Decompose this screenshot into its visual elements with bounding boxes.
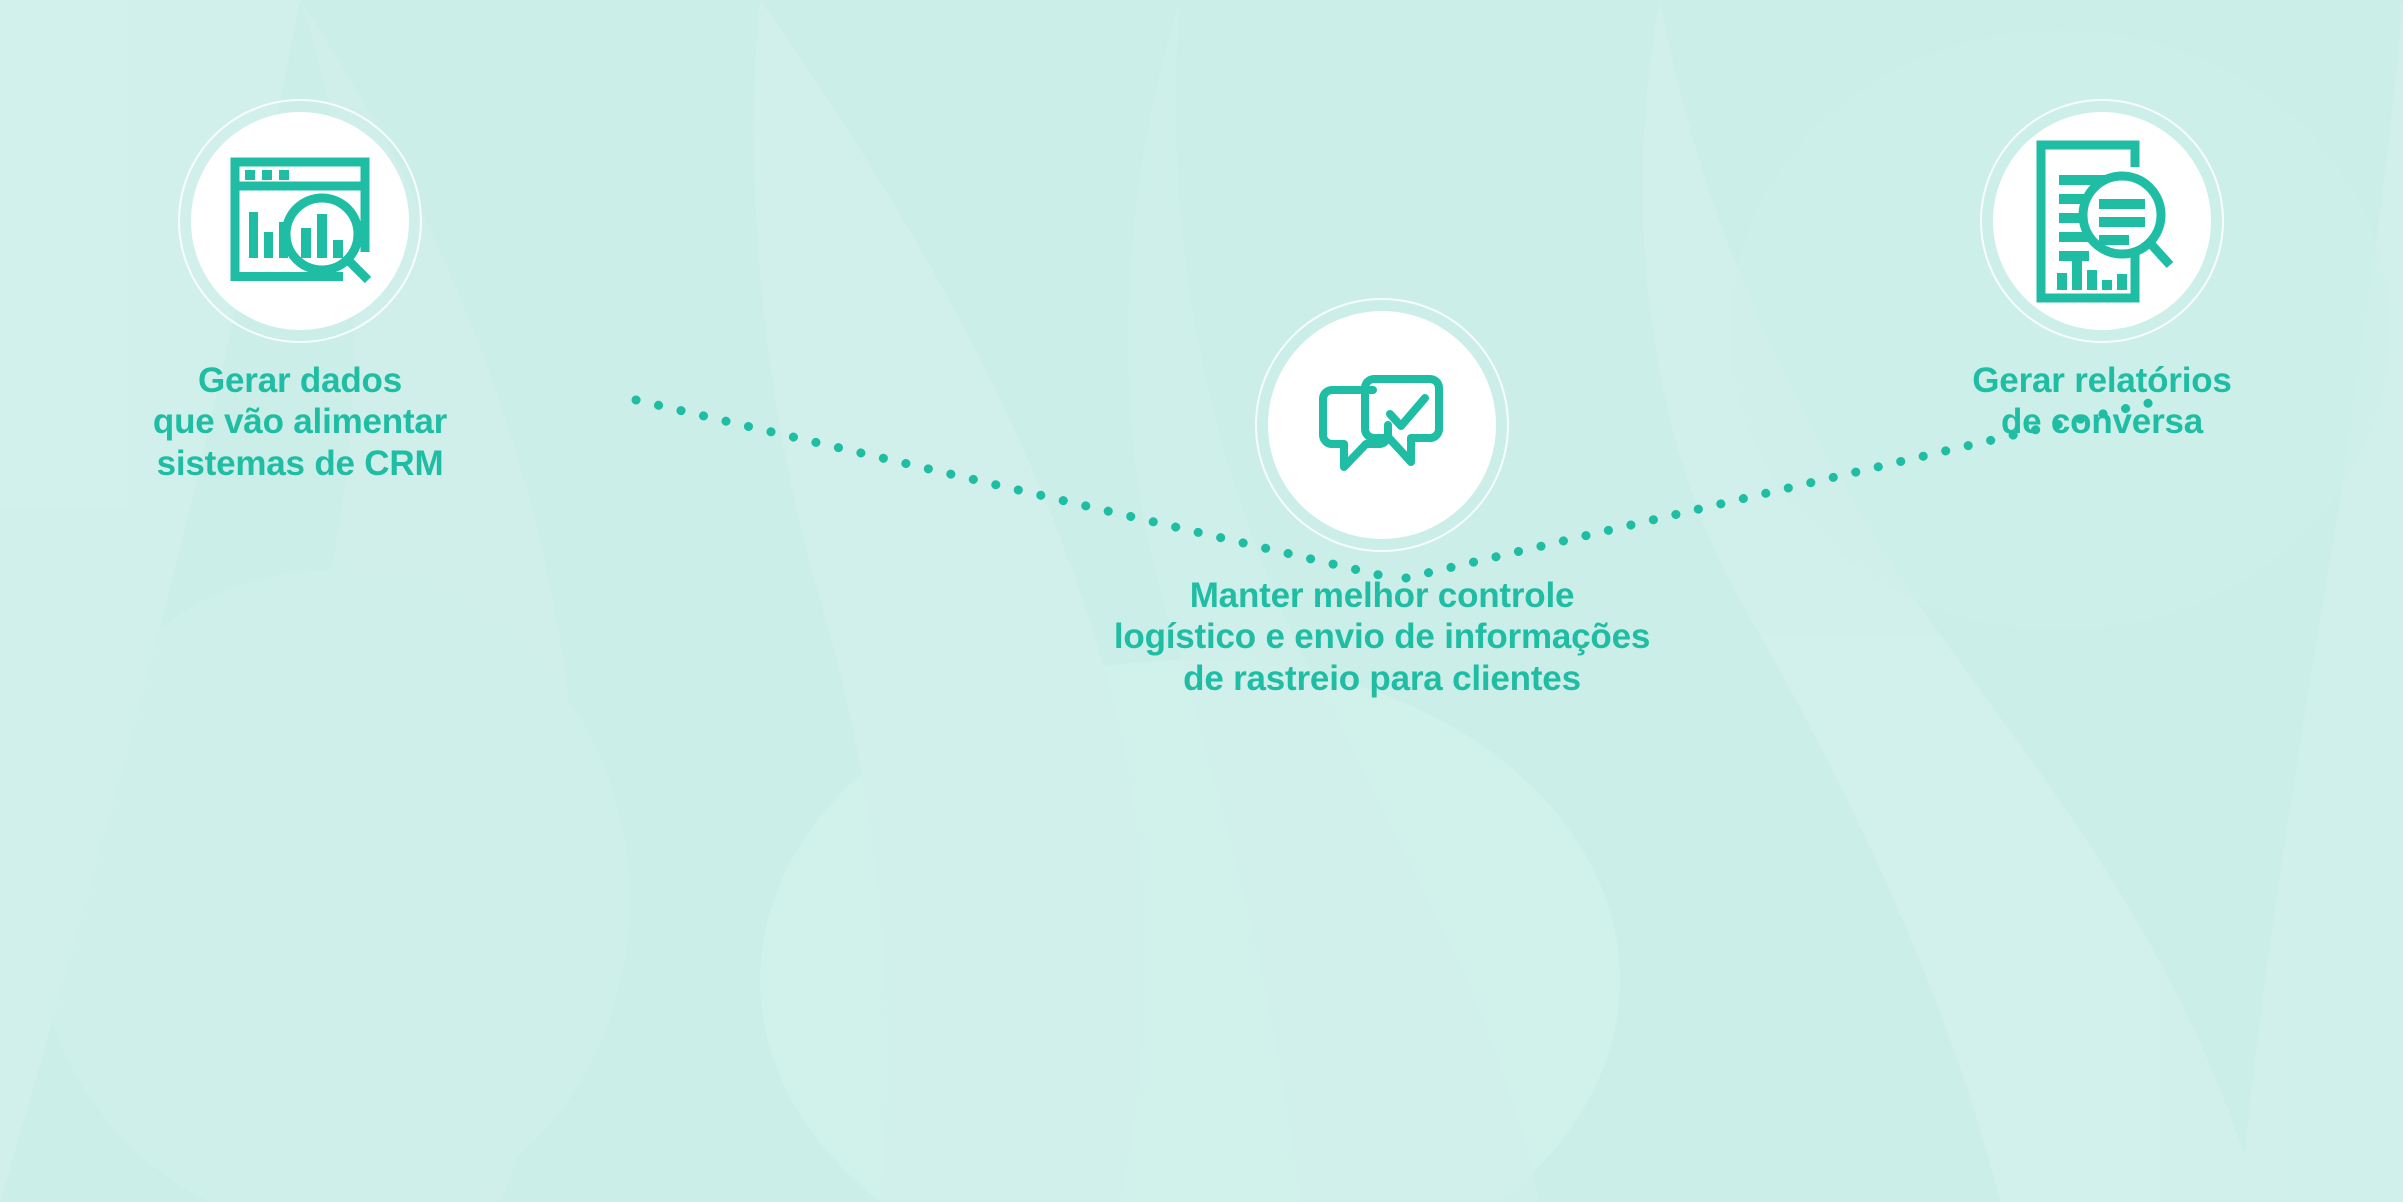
node-caption-logistic: Manter melhor controle logístico e envio… (1113, 576, 1651, 698)
icon-circle-crm[interactable] (178, 99, 422, 343)
node-reports[interactable]: Gerar relatórios de conversa (1842, 99, 2362, 443)
node-crm[interactable]: Gerar dados que vão alimentar sistemas d… (40, 99, 560, 484)
chat-bubbles-check-icon (1319, 375, 1443, 471)
document-report-search-icon (2036, 140, 2174, 302)
circle-disc (1993, 112, 2211, 330)
node-caption-reports: Gerar relatórios de conversa (1972, 361, 2232, 442)
circle-disc (191, 112, 409, 330)
browser-analytics-search-icon (230, 157, 372, 284)
node-caption-crm: Gerar dados que vão alimentar sistemas d… (152, 361, 448, 483)
icon-circle-logistic[interactable] (1255, 298, 1509, 552)
circle-disc (1268, 311, 1496, 539)
node-logistic[interactable]: Manter melhor controle logístico e envio… (1032, 298, 1732, 699)
icon-circle-reports[interactable] (1980, 99, 2224, 343)
